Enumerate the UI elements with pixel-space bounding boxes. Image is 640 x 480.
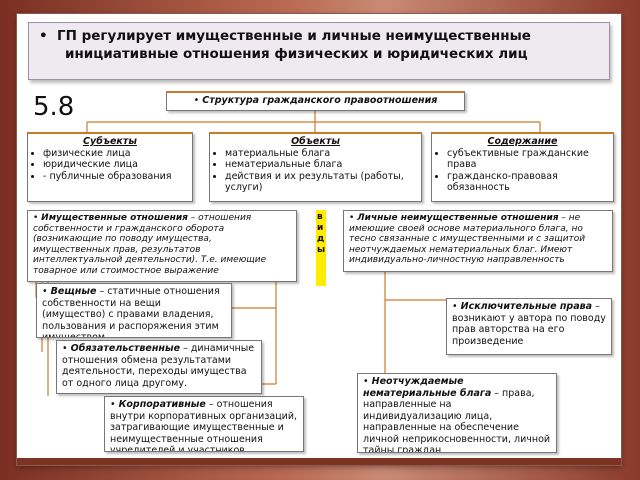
- property-relations-term: Имущественные отношения: [41, 213, 188, 223]
- objects-title: Объекты: [291, 136, 340, 147]
- subject-item: физические лица: [43, 148, 187, 160]
- middle-letter: ы: [317, 245, 326, 255]
- exclusive-rights-box: • Исключительные права – возникают у авт…: [446, 298, 612, 355]
- subject-item: юридические лица: [43, 159, 187, 171]
- subjects-title: Субъекты: [83, 136, 137, 147]
- personal-relations-text: – не имеющие своей основе материального …: [349, 213, 586, 265]
- exclusive-rights-text: – возникают у автора по поводу прав авто…: [452, 301, 606, 347]
- corporate-box: • Корпоративные – отношения внутри корпо…: [104, 396, 304, 452]
- obligations-text: – динамичные отношения обмена результата…: [62, 343, 255, 389]
- middle-letter: в: [317, 212, 323, 222]
- slide-header: • ГП регулирует имущественные и личные н…: [28, 22, 610, 80]
- section-number: 5.8: [33, 92, 75, 122]
- middle-letter: и: [317, 223, 324, 233]
- obligations-term: Обязательственные: [70, 343, 181, 354]
- real-rights-text: – статичные отношения собственности на в…: [42, 286, 220, 338]
- content-item: субъективные гражданские права: [447, 148, 608, 171]
- structure-title: Структура гражданского правоотношения: [202, 95, 438, 106]
- personal-relations-term: Личные неимущественные отношения: [357, 213, 559, 223]
- object-item: нематериальные блага: [225, 159, 416, 171]
- real-rights-term: Вещные: [50, 286, 97, 297]
- frame-bottom-bar: [17, 458, 621, 465]
- exclusive-rights-term: Исключительные права: [460, 301, 593, 312]
- property-relations-text: – отношения собственности и гражданского…: [33, 213, 267, 276]
- content-title: Содержание: [487, 136, 558, 147]
- middle-letter: д: [317, 234, 325, 244]
- object-item: материальные блага: [225, 148, 416, 160]
- object-item: действия и их результаты (работы, услуги…: [225, 171, 416, 194]
- subject-item: - публичные образования: [43, 171, 187, 183]
- highlight-bar: [316, 210, 326, 286]
- content-item: гражданско-правовая обязанность: [447, 171, 608, 194]
- structure-bullet: •: [193, 95, 203, 106]
- inalienable-goods-text: – права, направленные на индивидуализаци…: [363, 387, 551, 453]
- property-relations-box: • Имущественные отношения – отношения со…: [27, 210, 297, 282]
- header-line-2: инициативные отношения физических и юрид…: [65, 46, 528, 62]
- header-bullet: •: [39, 28, 48, 44]
- inalienable-goods-term: Неотчуждаемые нематериальные блага: [363, 376, 492, 399]
- subjects-box: Субъекты физические лица юридические лиц…: [27, 132, 193, 202]
- personal-relations-box: • Личные неимущественные отношения – не …: [343, 210, 613, 272]
- middle-letters: в и д ы: [317, 212, 326, 256]
- content-box: Содержание субъективные гражданские прав…: [431, 132, 614, 202]
- real-rights-box: • Вещные – статичные отношения собственн…: [36, 283, 232, 338]
- corporate-term: Корпоративные: [118, 399, 206, 410]
- structure-box: • Структура гражданского правоотношения: [166, 91, 465, 111]
- objects-box: Объекты материальные блага нематериальны…: [209, 132, 422, 202]
- corporate-text: – отношения внутри корпоративных организ…: [110, 399, 298, 452]
- header-line-1: ГП регулирует имущественные и личные неи…: [57, 28, 531, 44]
- inalienable-goods-box: • Неотчуждаемые нематериальные блага – п…: [357, 373, 557, 453]
- obligations-box: • Обязательственные – динамичные отношен…: [56, 340, 262, 394]
